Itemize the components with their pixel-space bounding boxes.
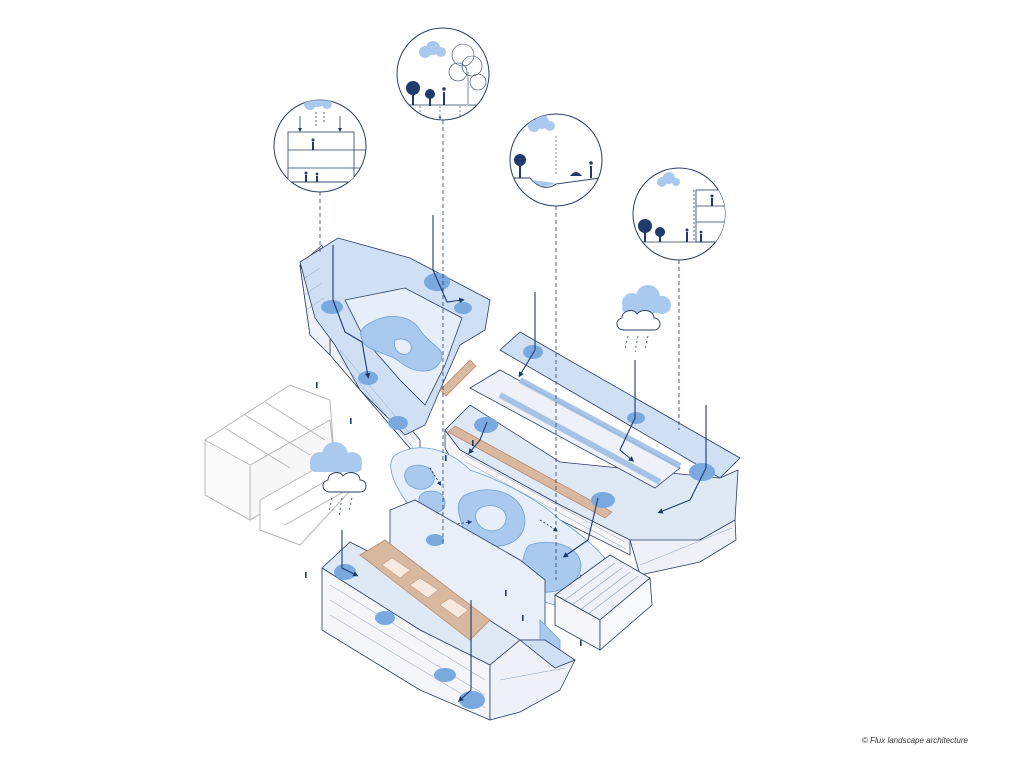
central-landscape bbox=[390, 447, 621, 607]
rain-cloud-icon bbox=[310, 442, 367, 517]
callout-swale-section bbox=[509, 113, 603, 207]
callout-roof-storage-section bbox=[273, 99, 367, 193]
callout-planting-section bbox=[396, 27, 490, 121]
building-block-north-east bbox=[444, 331, 741, 576]
copyright-credit: © Flux landscape architecture bbox=[862, 736, 968, 745]
drainage-flow-lines bbox=[332, 215, 707, 702]
callout-green-facade-section bbox=[632, 167, 726, 261]
people-figures bbox=[305, 382, 582, 646]
callout-leader-lines bbox=[319, 120, 680, 580]
building-block-south-east bbox=[518, 554, 653, 669]
building-block-north-west bbox=[299, 237, 491, 462]
rain-cloud-icon bbox=[616, 285, 671, 353]
